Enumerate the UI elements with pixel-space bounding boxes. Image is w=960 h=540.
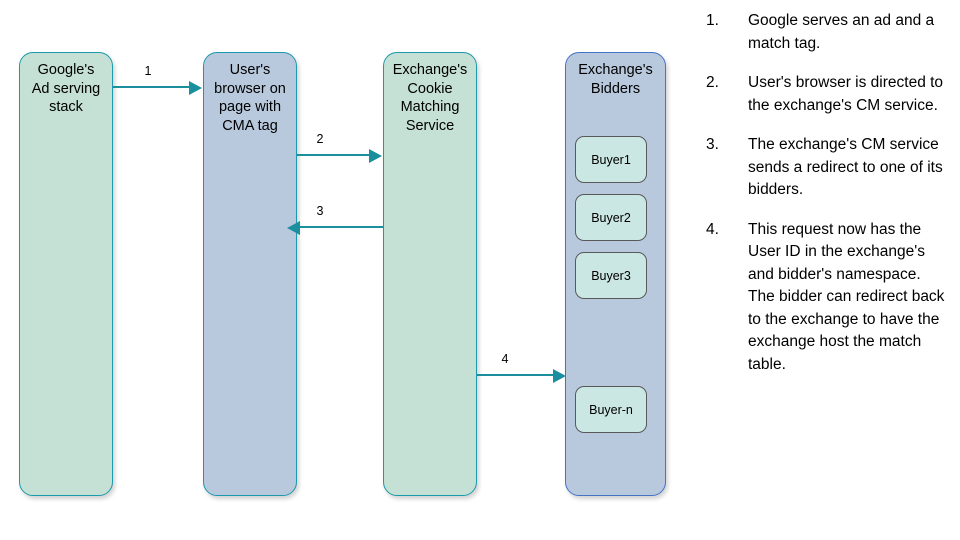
arrow-1-line xyxy=(113,86,191,89)
arrow-2-line xyxy=(297,154,371,157)
step-2-text: User's browser is directed to the exchan… xyxy=(748,74,944,114)
buyer-box-2-label: Buyer2 xyxy=(591,211,631,225)
buyer-box-3[interactable]: Buyer3 xyxy=(575,252,647,299)
step-4-number: 4. xyxy=(706,220,719,238)
step-3-number: 3. xyxy=(706,136,719,153)
arrow-1-arrowhead-icon xyxy=(189,80,202,95)
step-item-2: 2. User's browser is directed to the exc… xyxy=(706,72,946,117)
flow-box-browser-label: User's browser on page with CMA tag xyxy=(214,62,286,134)
step-3-text: The exchange's CM service sends a redire… xyxy=(748,136,943,198)
arrow-2-arrowhead-icon xyxy=(369,148,382,163)
arrow-3-line xyxy=(299,226,383,229)
arrow-4-arrowhead-icon xyxy=(553,368,566,383)
arrow-1-number: 1 xyxy=(144,64,152,78)
step-item-3: 3. The exchange's CM service sends a red… xyxy=(706,134,946,202)
step-1-text: Google serves an ad and a match tag. xyxy=(748,12,935,52)
buyer-box-n-label: Buyer-n xyxy=(589,403,633,417)
step-1-number: 1. xyxy=(706,12,719,29)
flow-box-google-label: Google's Ad serving stack xyxy=(31,62,101,115)
arrow-2-number: 2 xyxy=(316,132,324,146)
flow-box-user-browser[interactable]: User's browser on page with CMA tag xyxy=(203,52,297,496)
arrow-4-line xyxy=(477,374,555,377)
step-item-4: 4. This request now has the User ID in t… xyxy=(706,219,946,377)
flow-box-bidders-label: Exchange's Bidders xyxy=(578,62,653,97)
flow-box-exchange-cookie-matching-service[interactable]: Exchange's Cookie Matching Service xyxy=(383,52,477,496)
flow-box-cms-label: Exchange's Cookie Matching Service xyxy=(392,62,468,134)
arrow-4-number: 4 xyxy=(501,352,509,366)
buyer-box-2[interactable]: Buyer2 xyxy=(575,194,647,241)
flow-box-google-ad-serving-stack[interactable]: Google's Ad serving stack xyxy=(19,52,113,496)
arrow-3-number: 3 xyxy=(316,204,324,218)
buyer-box-1[interactable]: Buyer1 xyxy=(575,136,647,183)
buyer-box-1-label: Buyer1 xyxy=(591,153,631,167)
buyer-box-n[interactable]: Buyer-n xyxy=(575,386,647,433)
steps-list: 1. Google serves an ad and a match tag. … xyxy=(706,10,946,393)
step-2-number: 2. xyxy=(706,74,719,91)
arrow-3-arrowhead-icon xyxy=(287,220,300,235)
step-item-1: 1. Google serves an ad and a match tag. xyxy=(706,10,946,55)
step-4-text: This request now has the User ID in the … xyxy=(748,220,945,373)
buyer-box-3-label: Buyer3 xyxy=(591,269,631,283)
